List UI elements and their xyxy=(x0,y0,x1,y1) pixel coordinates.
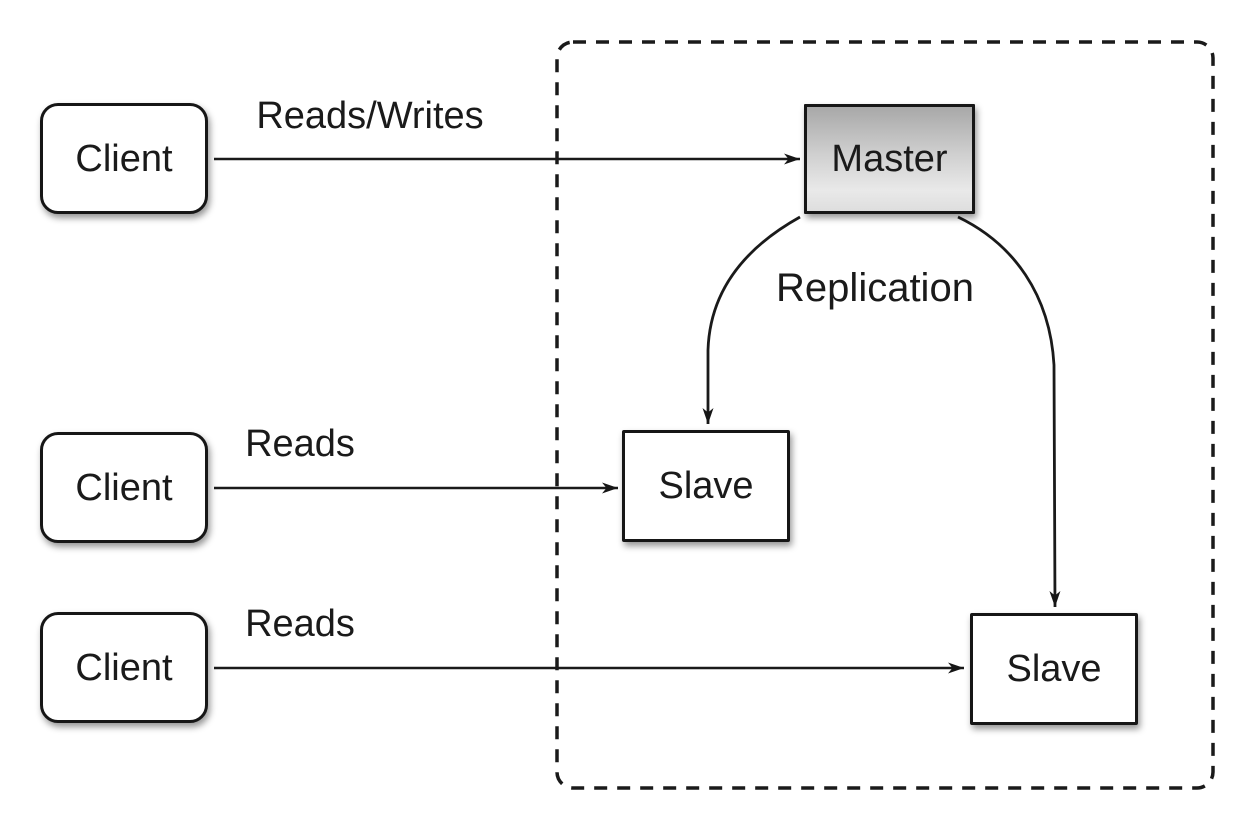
client-node-middle: Client xyxy=(40,432,208,543)
slave-node-left: Slave xyxy=(622,430,790,542)
replication-label: Replication xyxy=(776,266,974,310)
reads-label-middle: Reads xyxy=(245,423,355,465)
client-node-top: Client xyxy=(40,103,208,214)
replication-arrow-left xyxy=(702,215,801,424)
reads-label-bottom: Reads xyxy=(245,603,355,645)
client-node-middle-label: Client xyxy=(75,466,173,509)
slave-node-left-label: Slave xyxy=(658,465,754,507)
reads-writes-label: Reads/Writes xyxy=(256,95,484,137)
master-node: Master xyxy=(804,104,975,214)
slave-node-right-label: Slave xyxy=(1006,648,1102,690)
master-node-label: Master xyxy=(831,138,948,180)
client-node-bottom: Client xyxy=(40,612,208,723)
client-node-top-label: Client xyxy=(75,137,173,180)
client-node-bottom-label: Client xyxy=(75,646,173,689)
slave-node-right: Slave xyxy=(970,613,1138,725)
